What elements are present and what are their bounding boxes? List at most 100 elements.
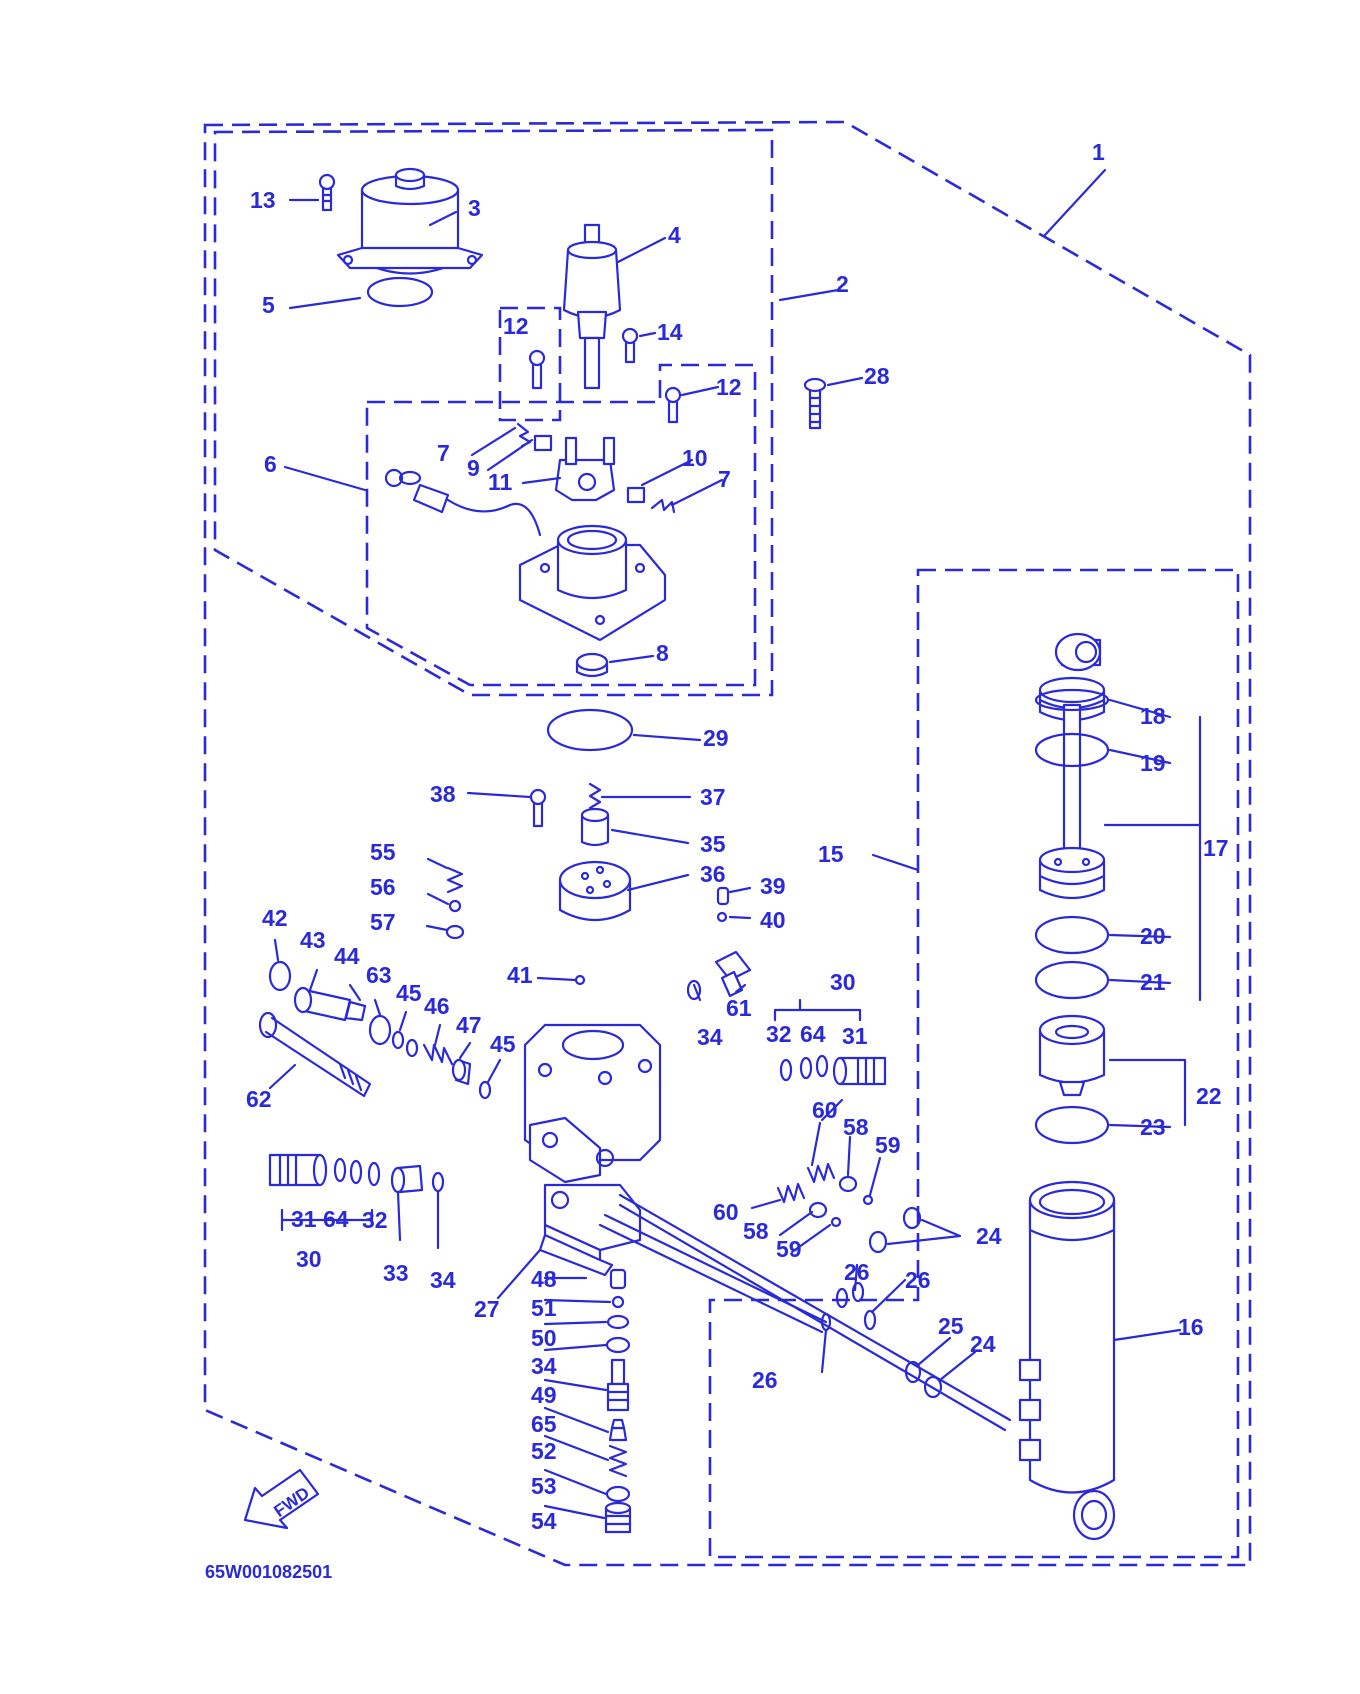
part-label: 25 (938, 1313, 964, 1339)
seal-part-18 (1034, 688, 1110, 712)
seat-part-58-top (838, 1175, 858, 1193)
part-label: 20 (1140, 923, 1166, 949)
assembly-2-boundary (213, 128, 774, 697)
part-label: 24 (970, 1331, 996, 1357)
part-label: 7 (718, 466, 731, 492)
leader-lines (268, 168, 1202, 1520)
part-label: 34 (531, 1353, 557, 1379)
washer-part-25 (904, 1360, 922, 1384)
valve-part-31-right (832, 1056, 887, 1086)
part-label: 1 (1092, 139, 1105, 165)
o-ring-part-20 (1034, 915, 1110, 955)
part-label: 12 (503, 313, 529, 339)
seat-part-58-bottom (808, 1201, 828, 1219)
o-ring-part-50 (606, 1314, 630, 1330)
valve-part-33 (390, 1164, 424, 1194)
part-label: 12 (716, 374, 742, 400)
spring-part-7-right (650, 498, 676, 514)
part-label: 21 (1140, 969, 1166, 995)
part-label: 22 (1196, 1083, 1222, 1109)
part-label: 16 (1178, 1314, 1204, 1340)
o-ring-part-32-left (367, 1161, 381, 1187)
part-label: 65 (531, 1411, 557, 1437)
o-ring-part-29 (546, 708, 634, 752)
o-ring-part-63 (368, 1014, 392, 1046)
plug-part-61 (714, 950, 752, 998)
part-label: 14 (657, 319, 683, 345)
valve-part-49 (606, 1358, 630, 1412)
part-label: 9 (467, 455, 480, 481)
part-label: 55 (370, 839, 396, 865)
piston-part-47 (451, 1058, 472, 1086)
plug-part-48 (609, 1268, 627, 1290)
part-label: 10 (682, 445, 708, 471)
o-ring-part-32-right (779, 1058, 793, 1082)
o-ring-part-34-bottom (605, 1336, 631, 1354)
part-label: 31 (291, 1206, 317, 1232)
part-label: 23 (1140, 1114, 1166, 1140)
screw-part-38 (529, 788, 547, 828)
part-label: 28 (864, 363, 890, 389)
bracket-part-27 (538, 1233, 614, 1277)
subgroup-motor-boundary (365, 363, 757, 687)
ring-part-45-left (391, 1030, 405, 1050)
o-ring-part-64-left-2 (349, 1159, 363, 1185)
part-label: 61 (726, 995, 752, 1021)
ball-part-51 (611, 1295, 625, 1309)
o-ring-part-24-c (923, 1375, 943, 1399)
o-ring-part-64-right-2 (815, 1054, 829, 1078)
part-label: 49 (531, 1382, 557, 1408)
part-label: 33 (383, 1260, 409, 1286)
part-label: 52 (531, 1438, 557, 1464)
part-label: 31 (842, 1023, 868, 1049)
pin-part-39 (716, 886, 730, 906)
o-ring-part-5 (366, 276, 434, 308)
motor-part-3 (336, 167, 484, 275)
part-label: 34 (697, 1024, 723, 1050)
part-label: 56 (370, 874, 396, 900)
part-label: 26 (905, 1267, 931, 1293)
part-label: 2 (836, 271, 849, 297)
part-label: 32 (362, 1207, 388, 1233)
part-label: 60 (812, 1097, 838, 1123)
part-label: 15 (818, 841, 844, 867)
o-ring-part-34-top (686, 979, 702, 1001)
part-labels: 1 2 3 4 5 6 7 7 8 9 10 11 12 12 13 14 15… (246, 139, 1229, 1534)
ball-part-41 (574, 974, 586, 986)
part-label: 54 (531, 1508, 557, 1534)
diagram-code: 65W001082501 (205, 1562, 332, 1582)
subgroup-12-boundary (498, 306, 562, 422)
spring-part-46 (422, 1043, 454, 1066)
part-label: 26 (752, 1367, 778, 1393)
o-ring-part-24-a (902, 1206, 922, 1230)
o-ring-part-53 (605, 1485, 631, 1503)
part-label: 37 (700, 784, 726, 810)
part-label: 27 (474, 1296, 500, 1322)
part-label: 19 (1140, 750, 1166, 776)
part-label: 46 (424, 993, 450, 1019)
part-label: 30 (830, 969, 856, 995)
pump-body-housing (523, 1023, 662, 1272)
cylinder-part-16 (1018, 1180, 1116, 1541)
part-label: 3 (468, 195, 481, 221)
group-boundaries (203, 120, 1252, 1567)
part-label: 59 (875, 1132, 901, 1158)
part-label: 38 (430, 781, 456, 807)
part-label: 35 (700, 831, 726, 857)
part-label: 58 (743, 1218, 769, 1244)
part-label: 50 (531, 1325, 557, 1351)
spring-part-52 (608, 1444, 628, 1478)
part-label: 4 (668, 222, 681, 248)
assembly-15-boundary (708, 568, 1240, 1559)
wire-lead-part-6 (384, 468, 542, 537)
ring-part-26-b (851, 1281, 865, 1303)
seal-part-8 (575, 652, 609, 678)
part-label: 63 (366, 962, 392, 988)
part-label: 7 (437, 440, 450, 466)
part-label: 45 (396, 980, 422, 1006)
part-label: 58 (843, 1114, 869, 1140)
spring-part-60-bottom (776, 1182, 806, 1204)
ring-part-26-a (835, 1287, 849, 1309)
part-label: 64 (323, 1206, 349, 1232)
